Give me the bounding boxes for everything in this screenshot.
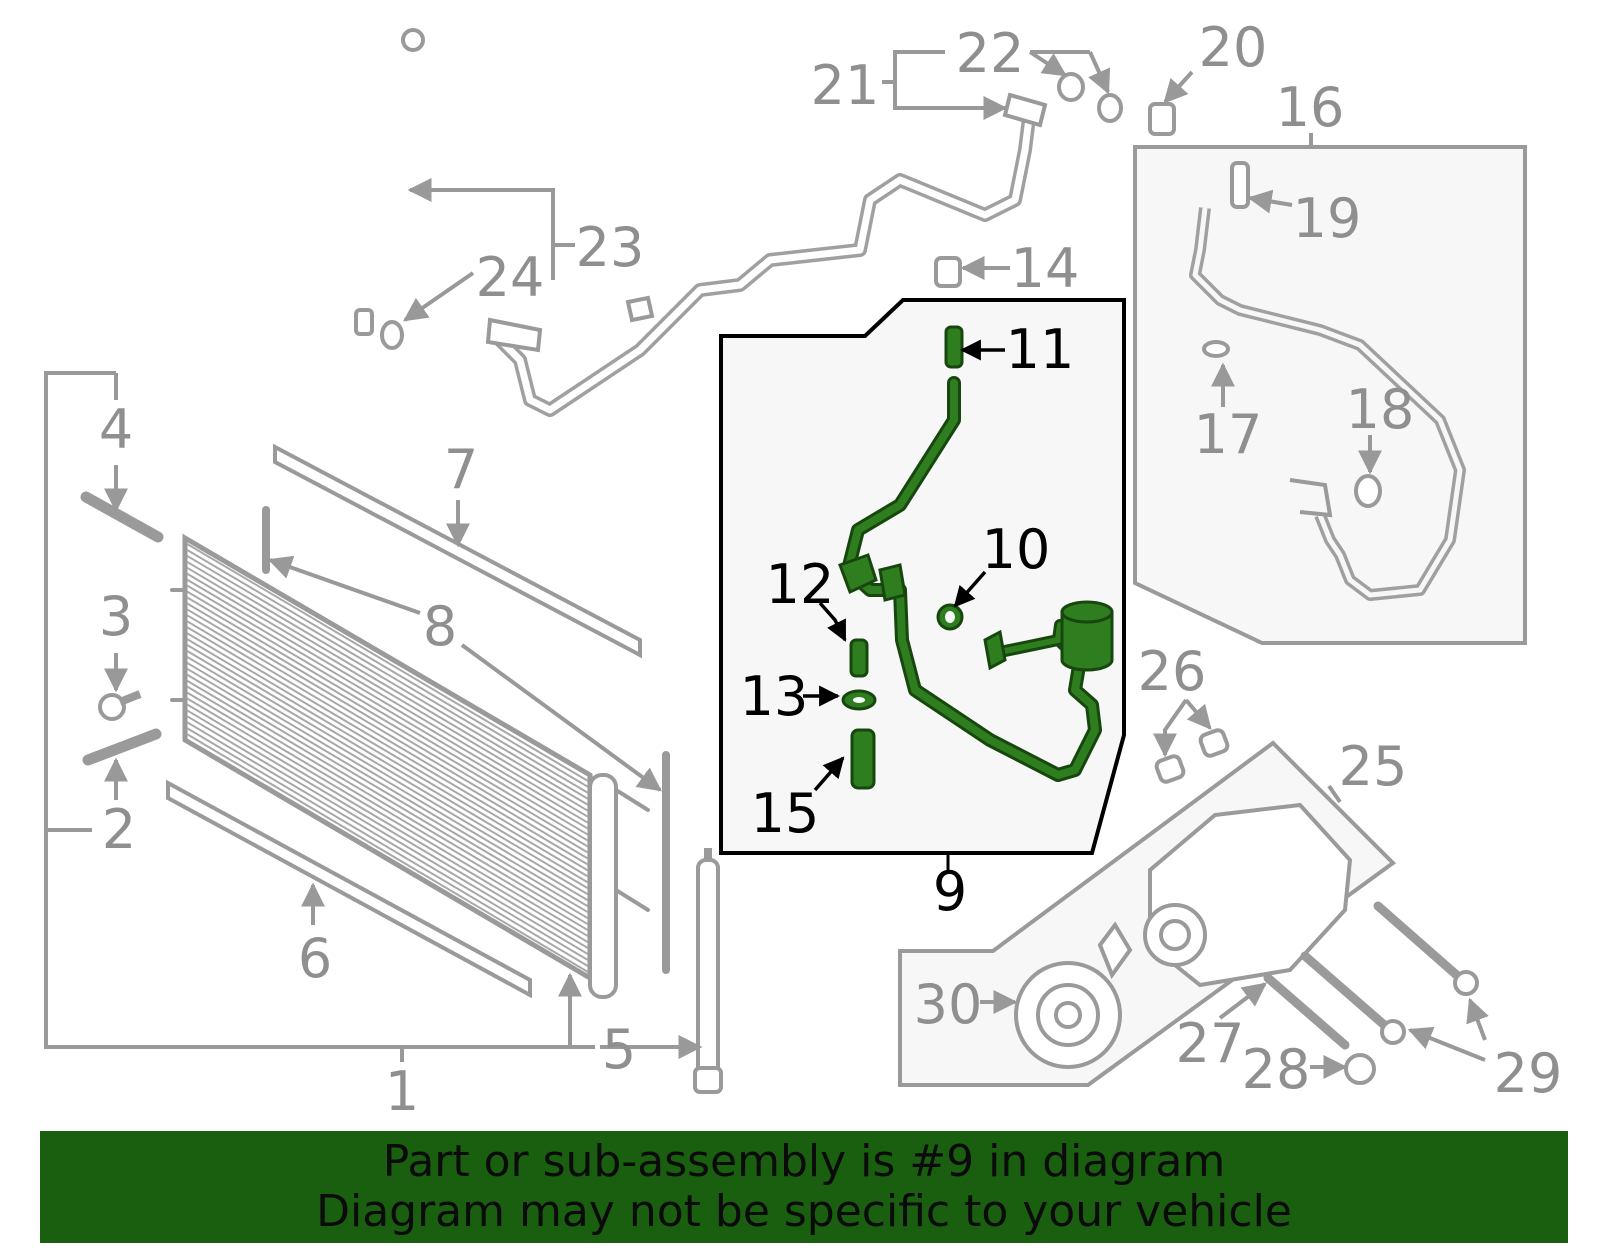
callout-1: 1 [385,1060,419,1123]
callout-10: 10 [982,518,1051,581]
callout-8: 8 [423,595,457,658]
part-21-line [485,92,1048,417]
callout-5: 5 [602,1018,636,1081]
seal-strips [166,443,642,999]
condenser-bracket [44,371,595,1062]
callout-17: 17 [1194,403,1263,466]
callout-9: 9 [933,860,967,923]
footer-banner: Part or sub-assembly is #9 in diagram Di… [40,1131,1568,1243]
leader-lines [104,50,1489,1079]
small-fittings-top [934,72,1176,288]
compressor [1014,802,1353,1069]
part-9-hose [838,376,1114,782]
callout-23: 23 [576,216,645,279]
part-5-drier [693,848,723,1094]
part-16-assembly [1189,161,1466,601]
callout-labels: 1 2 3 4 5 6 7 8 9 10 11 12 13 14 15 16 1… [99,16,1563,1123]
callout-25: 25 [1339,735,1408,798]
part-23-hose [316,28,425,350]
callout-6: 6 [298,927,332,990]
callout-18: 18 [1346,378,1415,441]
callout-11: 11 [1006,318,1075,381]
callout-21: 21 [811,54,880,117]
footer-line-1: Part or sub-assembly is #9 in diagram [382,1136,1226,1187]
part-16-box [1133,133,1527,645]
callout-14: 14 [1011,237,1080,300]
callout-29: 29 [1494,1042,1563,1105]
part-26-bushings [1154,728,1230,784]
callout-20: 20 [1199,16,1268,79]
callout-4: 4 [99,398,133,461]
callout-3: 3 [99,585,133,648]
part-9-assembly-box [719,298,1126,872]
callout-30: 30 [914,973,983,1036]
callout-28: 28 [1242,1038,1311,1101]
callout-15: 15 [751,782,820,845]
callout-16: 16 [1276,76,1345,139]
part-8-rods [262,506,670,974]
callout-2: 2 [102,798,136,861]
callout-7: 7 [444,438,478,501]
callout-12: 12 [766,553,835,616]
callout-24: 24 [476,246,545,309]
callout-19: 19 [1293,187,1362,250]
condenser-small-parts [80,491,164,766]
callout-13: 13 [740,665,809,728]
callout-22: 22 [956,22,1025,85]
condenser [170,533,650,999]
callout-27: 27 [1176,1012,1245,1075]
callout-26: 26 [1138,640,1207,703]
footer-line-2: Diagram may not be specific to your vehi… [316,1186,1292,1237]
